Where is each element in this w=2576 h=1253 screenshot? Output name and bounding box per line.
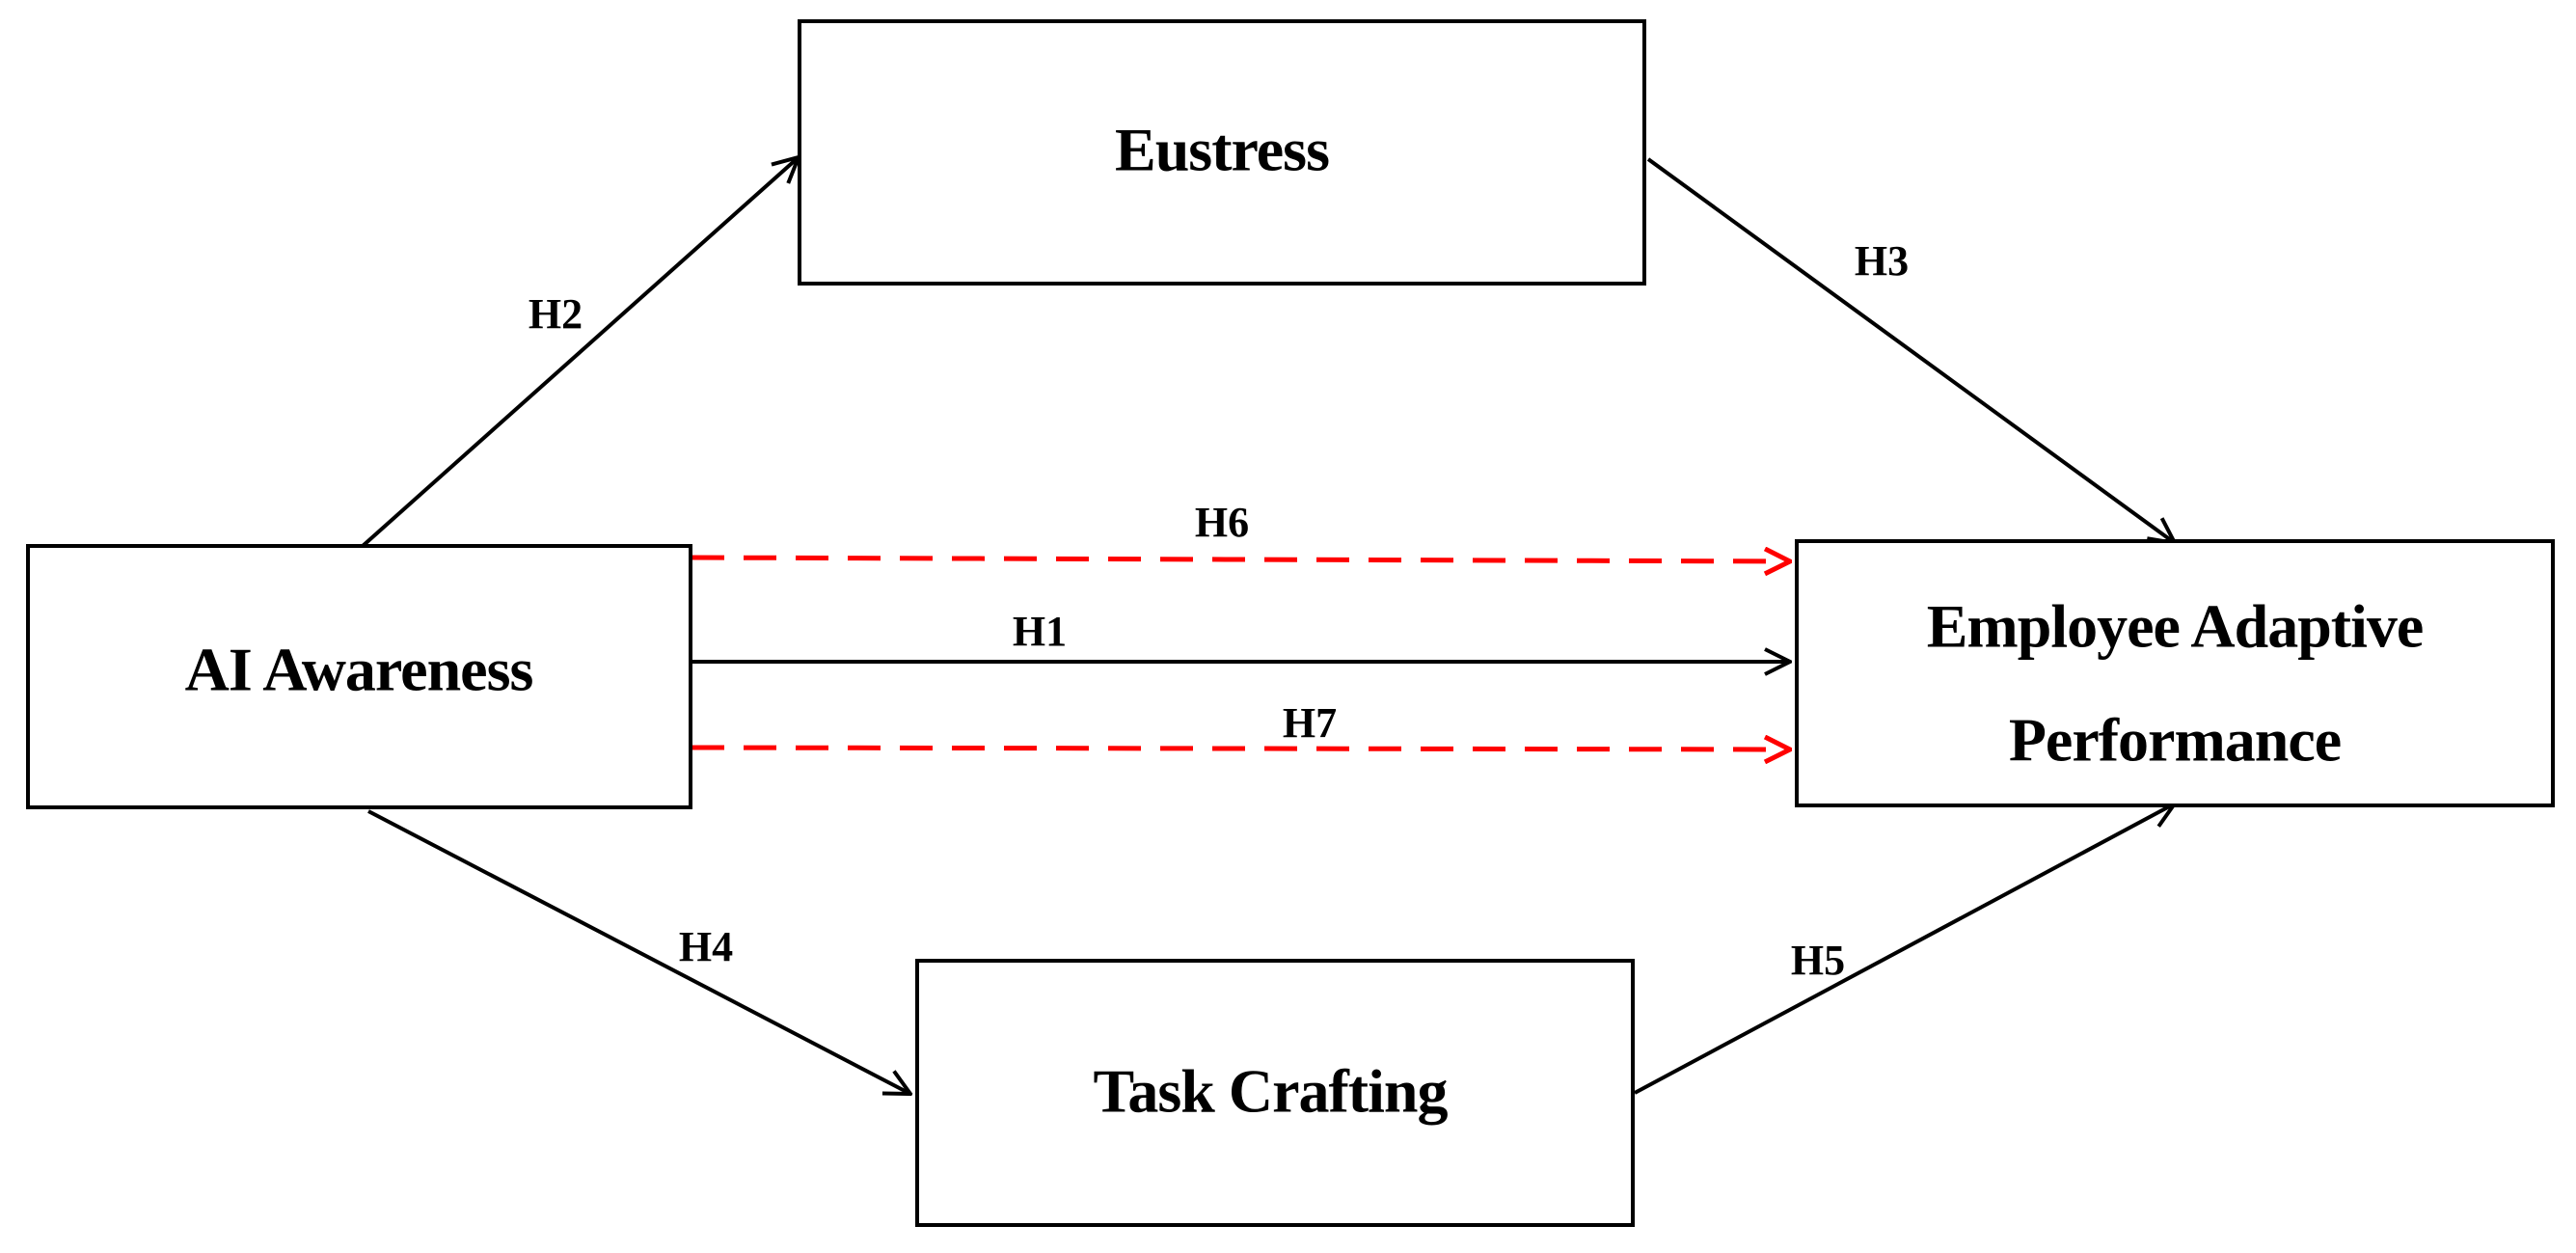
node-eustress-label: Eustress <box>1115 116 1329 184</box>
edge-h3 <box>1646 157 2175 543</box>
node-task-crafting-box <box>915 959 1635 1227</box>
edge-label-h5: H5 <box>1791 937 1845 984</box>
edge-label-h7: H7 <box>1283 699 1337 747</box>
edges <box>361 157 2175 1095</box>
edge-h2 <box>361 157 799 548</box>
edge-labels: H2 H3 H6 H1 H7 H4 H5 <box>529 237 1909 984</box>
node-employee-adaptive-performance-box <box>1795 539 2555 807</box>
node-employee-adaptive-performance: Employee Adaptive Performance <box>1795 539 2555 807</box>
edge-h4 <box>367 809 910 1094</box>
node-ai-awareness: AI Awareness <box>26 544 692 809</box>
node-employee-adaptive-performance-label-line2: Performance <box>2009 706 2341 775</box>
edge-label-h3: H3 <box>1855 237 1909 285</box>
edge-label-h4: H4 <box>679 923 733 970</box>
node-ai-awareness-label: AI Awareness <box>185 636 533 704</box>
node-ai-awareness-box <box>26 544 692 809</box>
node-task-crafting: Task Crafting <box>915 959 1635 1227</box>
node-eustress-box <box>798 19 1646 286</box>
edge-h5 <box>1634 804 2175 1095</box>
node-task-crafting-label: Task Crafting <box>1094 1057 1449 1126</box>
edge-label-h2: H2 <box>529 290 583 338</box>
edge-label-h1: H1 <box>1013 608 1067 655</box>
edge-h7 <box>691 748 1790 749</box>
node-employee-adaptive-performance-label-line1: Employee Adaptive <box>1927 592 2424 661</box>
node-eustress: Eustress <box>798 19 1646 286</box>
edge-h6 <box>691 558 1790 561</box>
edge-label-h6: H6 <box>1195 499 1249 546</box>
